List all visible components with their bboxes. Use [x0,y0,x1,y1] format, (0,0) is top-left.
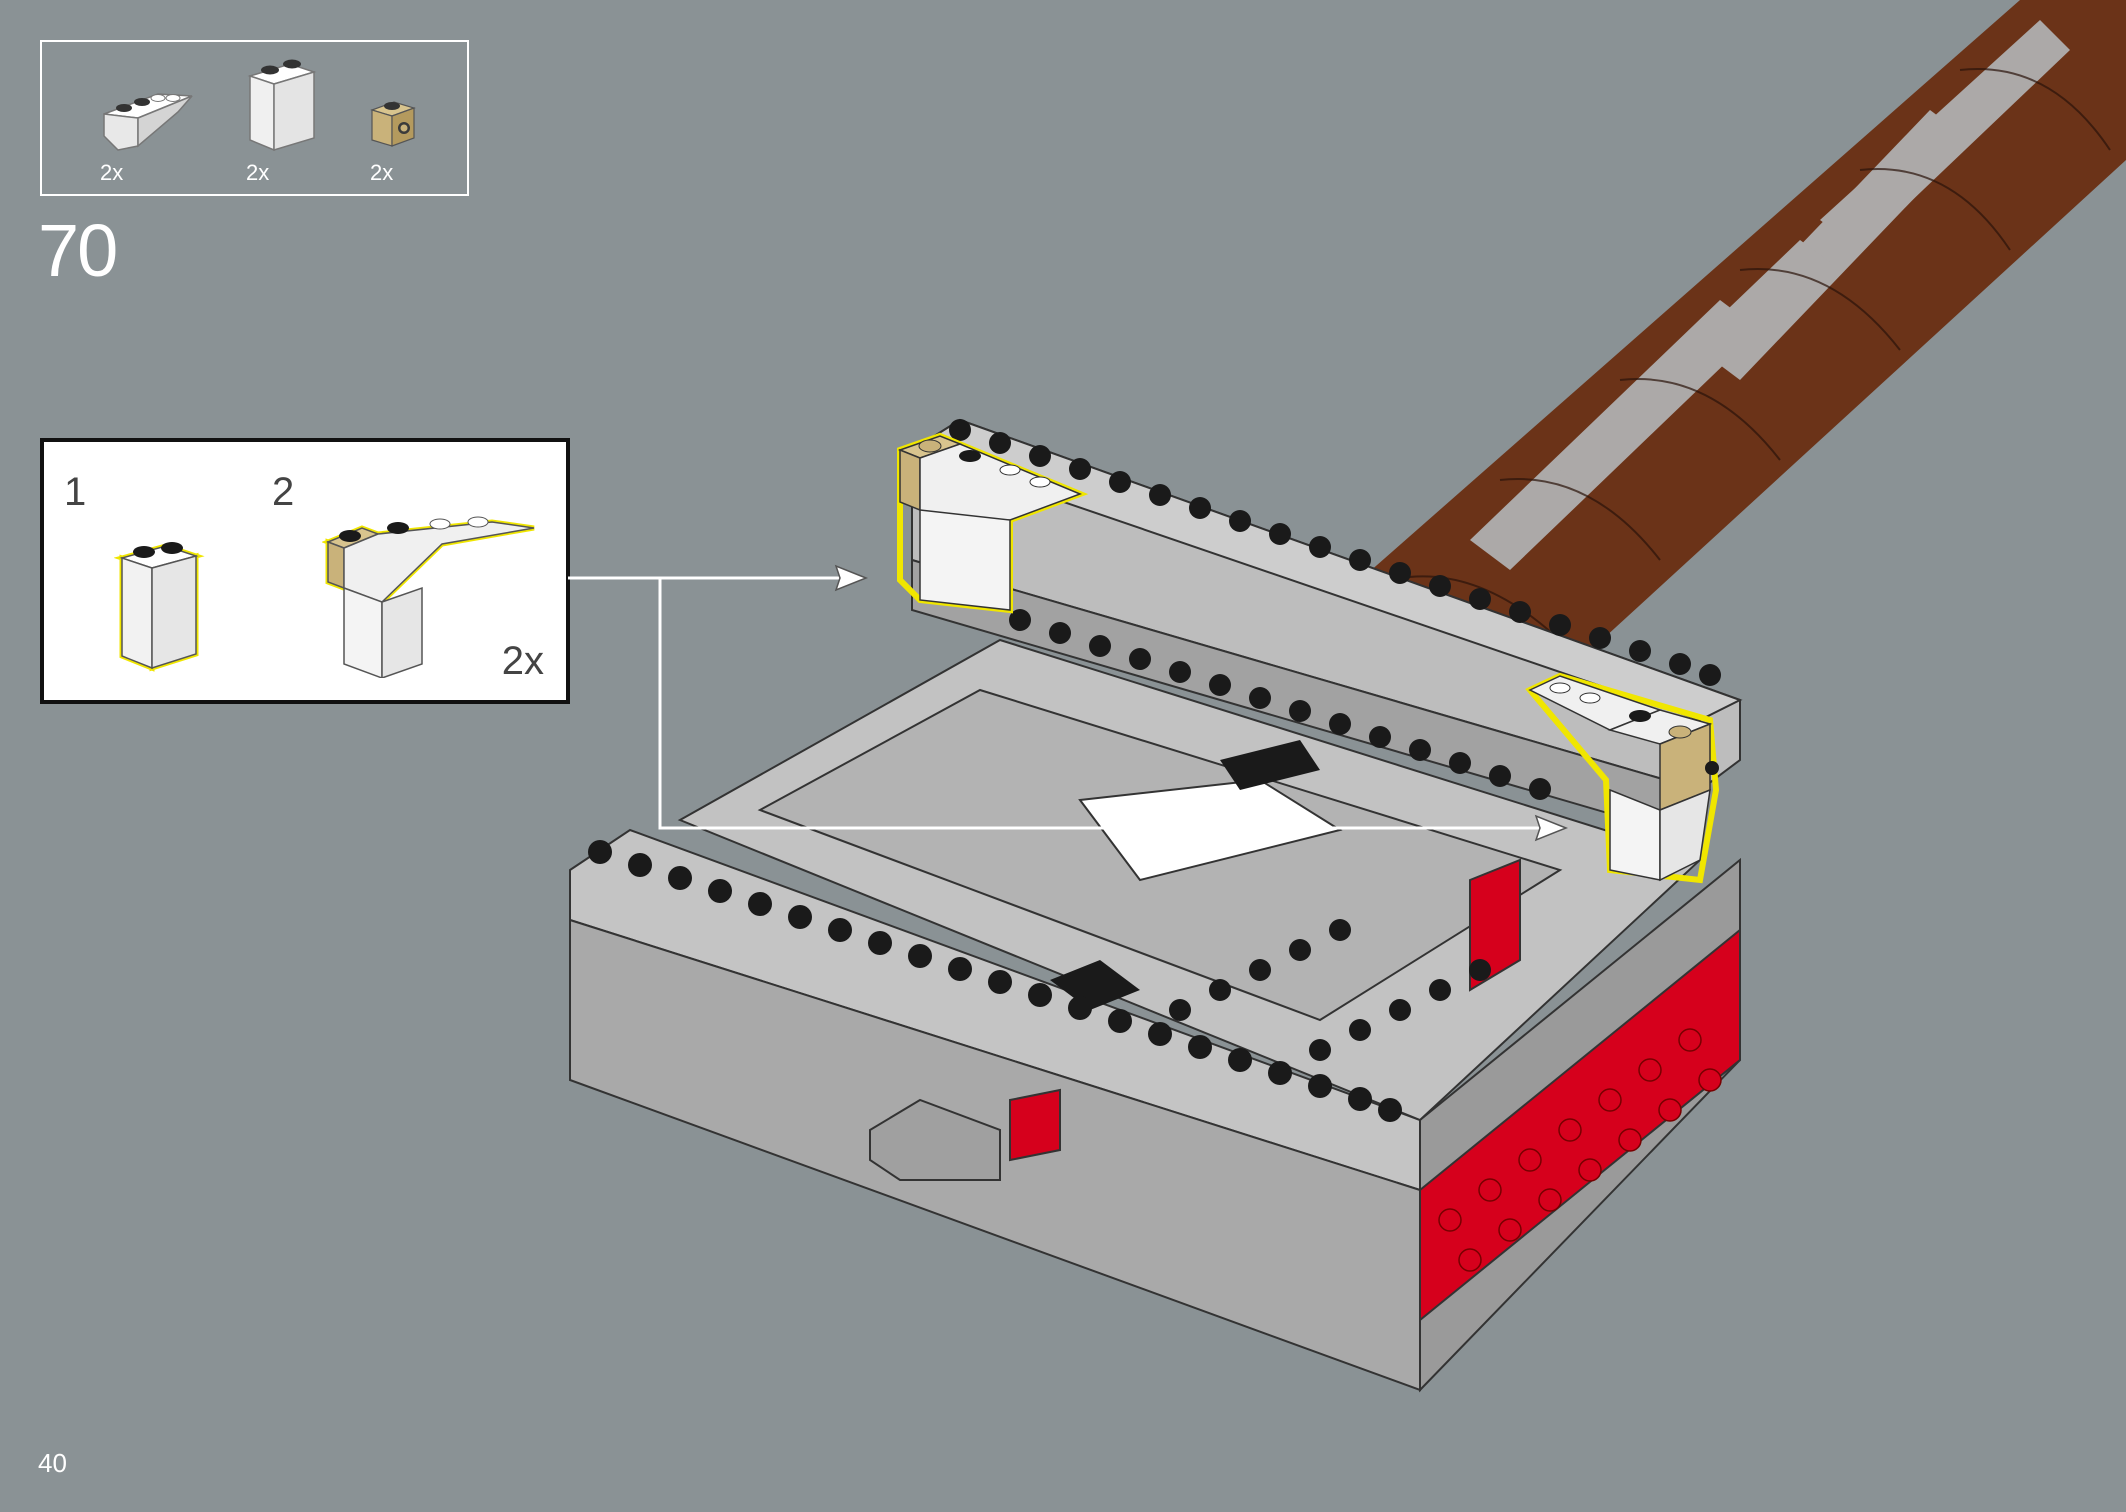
striped-tube [1360,0,2126,660]
part-inverted-slope [98,56,198,156]
part-qty-1: 2x [100,160,124,185]
part-qty-3: 2x [370,160,394,185]
sub-step-1-brick-icon [114,542,205,672]
sub-step-number-2: 2 [272,470,295,514]
part-qty-2: 2x [246,160,270,185]
tan-brick-icon [370,101,416,147]
sub-step-quantity: 2x [501,639,544,683]
sub-step-2-assembly-icon [322,516,535,678]
arrow-head-right [1534,814,1569,842]
inverted-slope-icon [103,93,193,151]
new-part-right [1525,672,1720,884]
sub-step-number-1: 1 [64,470,87,514]
arrow-head-left [834,564,869,592]
part-brick-1x2x2 [242,56,322,156]
new-part-left [897,432,1089,614]
red-studs [1438,1028,1722,1272]
step-number: 70 [38,209,118,292]
parts-list-box: 2x 2x 2x [40,40,469,196]
callout-arrows [568,576,1560,830]
brick-icon [247,59,317,152]
stud-rows [588,419,1721,1122]
page-number: 40 [38,1448,67,1478]
part-tan-brick [364,96,424,156]
sub-assembly-callout: 1 2 2x [40,438,570,704]
